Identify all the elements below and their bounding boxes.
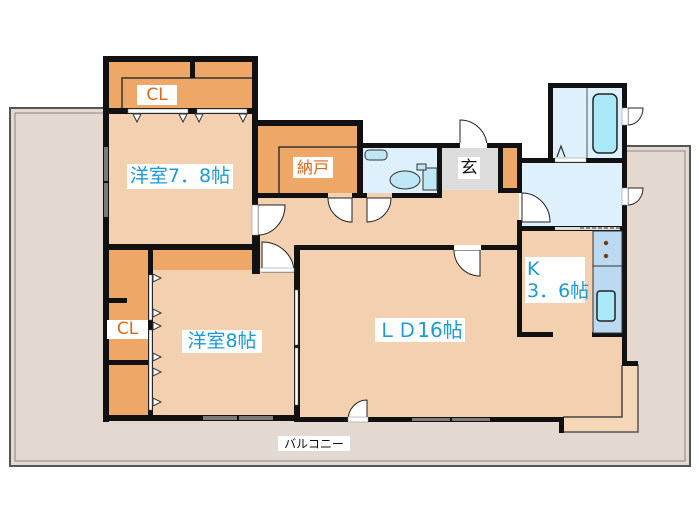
windows (104, 147, 490, 421)
kitchen-sink-icon (596, 290, 616, 322)
door-entrance (459, 119, 488, 148)
window-room1-left-2 (104, 183, 108, 217)
living-dining-label: ＬＤ16帖 (375, 318, 465, 342)
shoe-closet-floor (503, 148, 517, 188)
bathtub-icon (592, 93, 618, 154)
window-room1-left (104, 147, 108, 181)
bathroom-folding-door (554, 157, 587, 163)
kitchen-label-line1: K (527, 258, 540, 280)
burner-icon (603, 253, 609, 259)
window-room2-bottom-2 (239, 416, 273, 420)
folding-door-icon (556, 144, 566, 158)
swing-doors (251, 107, 644, 423)
storage-shelf-line (278, 146, 357, 193)
toilet-tank-icon (422, 167, 438, 191)
toilet-bowl-icon (389, 170, 421, 190)
closet-strip-floor (153, 250, 252, 270)
door-room1 (257, 204, 286, 236)
balcony-label: バルコニー (278, 436, 350, 451)
window-ld-bottom (412, 418, 450, 421)
entrance-label: 玄 (458, 157, 480, 179)
window-room2-bottom (203, 416, 237, 420)
door-storage (327, 197, 353, 223)
closet-left-label: CL (107, 320, 148, 339)
closet-top-label: CL (137, 85, 177, 105)
door-washroom (521, 192, 551, 223)
closet-top-floor (109, 62, 252, 108)
toilet-tank-lid-icon (416, 163, 427, 171)
kitchen-label: K 3．6帖 (525, 257, 589, 303)
stove-icon (592, 230, 623, 267)
western-room-2-label: 洋室8帖 (182, 330, 262, 353)
door-bath-exterior (627, 107, 644, 126)
door-toilet (366, 197, 392, 223)
kitchen-label-line2: 3．6帖 (527, 280, 590, 302)
storage-label: 納戸 (293, 157, 333, 178)
closet-doors (127, 108, 299, 411)
hand-sink-icon (364, 149, 388, 161)
western-room-1-label: 洋室7．8帖 (127, 164, 233, 189)
door-ld-top (453, 249, 481, 277)
burner-icon (603, 240, 609, 246)
closet-top-shelf-line (121, 77, 252, 108)
window-ld-bottom-2 (452, 418, 490, 421)
ld-bay-edge-line (563, 365, 623, 418)
